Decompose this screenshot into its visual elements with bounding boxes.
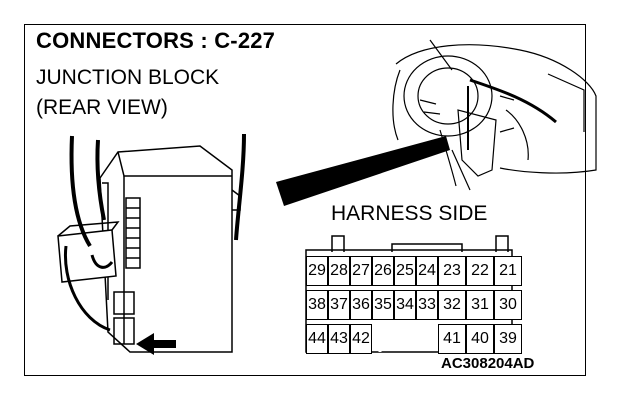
harness-side-label: HARNESS SIDE (331, 202, 488, 225)
connector-pin: 24 (416, 256, 438, 286)
connector-pin: 41 (438, 324, 466, 354)
connector-pin: 23 (438, 256, 466, 286)
component-view: (REAR VIEW) (36, 96, 168, 119)
junction-block-drawing (57, 133, 246, 353)
component-name: JUNCTION BLOCK (36, 66, 220, 89)
connector-pin: 22 (466, 256, 494, 286)
connector-pin: 37 (328, 290, 350, 320)
connector-pin: 29 (306, 256, 328, 286)
connector-arrow-icon (136, 333, 176, 355)
connector-pin: 35 (372, 290, 394, 320)
connector-pin: 33 (416, 290, 438, 320)
connector-pin: 40 (466, 324, 494, 354)
diagram-title: CONNECTORS : C-227 (36, 28, 276, 53)
connector-pin: 27 (350, 256, 372, 286)
connector-pin: 42 (350, 324, 372, 354)
figure-code: AC308204AD (441, 355, 535, 372)
connector-pin: 32 (438, 290, 466, 320)
connector-pin: 28 (328, 256, 350, 286)
diagram-frame (24, 24, 586, 376)
connector-pin: 25 (394, 256, 416, 286)
connector-pin: 44 (306, 324, 328, 354)
connector-pin: 26 (372, 256, 394, 286)
connector-pin: 31 (466, 290, 494, 320)
connector-pin: 38 (306, 290, 328, 320)
connector-pin: 36 (350, 290, 372, 320)
connector-pin: 30 (494, 290, 522, 320)
connector-pin: 39 (494, 324, 522, 354)
leader-wedge (276, 136, 450, 206)
connector-pin: 21 (494, 256, 522, 286)
connector-pin: 43 (328, 324, 350, 354)
connector-pin: 34 (394, 290, 416, 320)
dashboard-drawing (392, 39, 597, 191)
